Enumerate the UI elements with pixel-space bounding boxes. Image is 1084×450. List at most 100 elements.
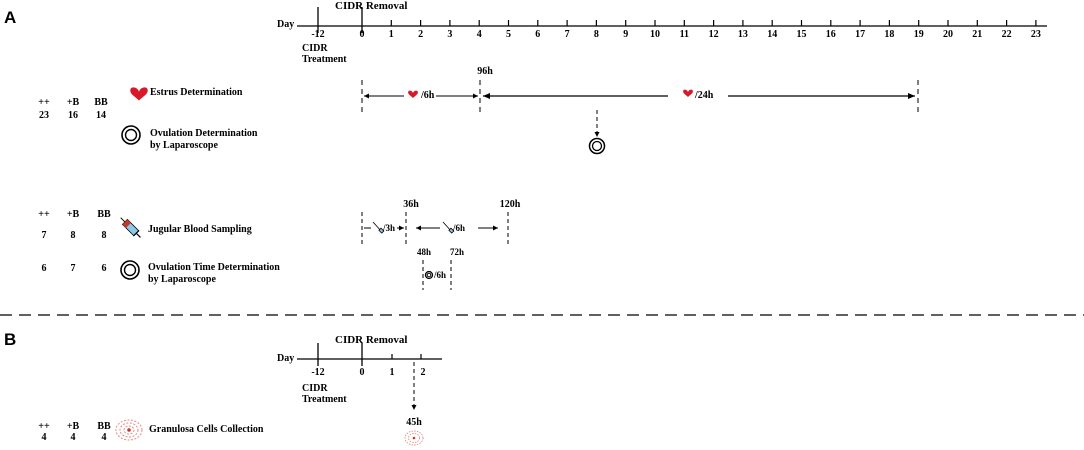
- day-label-a--12: -12: [311, 29, 325, 40]
- ovulation-label-line-2: by Laparoscope: [150, 140, 218, 151]
- panel-label-a: A: [4, 8, 17, 27]
- marker-120h: 120h: [499, 199, 521, 210]
- ovary-ring-icon: [424, 270, 434, 280]
- day-label-a-6: 6: [535, 29, 541, 40]
- ovulation-time-label: Ovulation Time Determination by Laparosc…: [148, 262, 280, 286]
- marker-96h: 96h: [477, 66, 493, 77]
- freq-3h-label: /3h: [383, 223, 396, 233]
- blood-group-header-pb: +B: [66, 209, 80, 220]
- cidr-removal-label-b: CIDR Removal: [335, 334, 408, 346]
- syringe-icon: [372, 221, 385, 234]
- day-label-a-5: 5: [506, 29, 511, 40]
- ovtime-count-bb: 6: [101, 263, 107, 274]
- timeline-b: [297, 343, 442, 410]
- day-label-a-12: 12: [708, 29, 719, 40]
- freq-24h-label: /24h: [695, 90, 714, 101]
- cidr-treatment-b-line-1: CIDR: [302, 383, 328, 394]
- estrus-determination-label: Estrus Determination: [150, 87, 243, 98]
- day-label-a-19: 19: [913, 29, 924, 40]
- day-label-a-1: 1: [388, 29, 394, 40]
- day-label-a-10: 10: [650, 29, 660, 40]
- day-label-a-22: 22: [1001, 29, 1012, 40]
- day-label-a-2: 2: [418, 29, 424, 40]
- gran-count-bb: 4: [101, 432, 107, 443]
- ovary-ring-icon: [120, 260, 140, 280]
- day-ticks-a: [390, 20, 1037, 26]
- day-label-b-1: 1: [389, 367, 395, 378]
- granulosa-collection-label: Granulosa Cells Collection: [149, 424, 264, 435]
- day-label-a-17: 17: [855, 29, 866, 40]
- panel-label-b: B: [4, 330, 17, 349]
- cidr-removal-label: CIDR Removal: [335, 0, 408, 12]
- marker-72h: 72h: [449, 247, 465, 257]
- granulosa-cells-icon: [404, 430, 424, 446]
- day-label-b-0: 0: [359, 367, 365, 378]
- cidr-treatment-label-b: CIDR Treatment: [302, 383, 347, 405]
- gran-group-header-pb: +B: [66, 421, 80, 432]
- day-label-a-21: 21: [972, 29, 983, 40]
- ovulation-time-line-1: Ovulation Time Determination: [148, 262, 280, 273]
- cidr-treatment-b-line-2: Treatment: [302, 394, 347, 405]
- day-label-a-7: 7: [564, 29, 570, 40]
- heart-icon: [130, 87, 148, 101]
- gran-count-pb: 4: [70, 432, 76, 443]
- day-label-a-4: 4: [476, 29, 482, 40]
- blood-timeline: [361, 212, 509, 290]
- day-label-a-15: 15: [796, 29, 807, 40]
- gran-group-header-bb: BB: [97, 421, 111, 432]
- day-label-a-18: 18: [884, 29, 895, 40]
- day-label-a-16: 16: [825, 29, 836, 40]
- count-pb: 16: [68, 110, 78, 121]
- day-axis-label: Day: [277, 19, 295, 30]
- granulosa-cells-icon: [115, 419, 143, 441]
- group-header-pb: +B: [66, 97, 80, 108]
- day-label-a-3: 3: [447, 29, 453, 40]
- day-label-a-8: 8: [593, 29, 599, 40]
- blood-count-bb: 8: [101, 230, 107, 241]
- marker-45h: 45h: [406, 417, 422, 428]
- syringe-icon: [442, 221, 455, 234]
- cidr-treatment-line-1: CIDR: [302, 43, 328, 54]
- marker-36h: 36h: [403, 199, 419, 210]
- blood-count-pb: 8: [70, 230, 76, 241]
- freq-6h-laparo-label: /6h: [434, 270, 447, 280]
- day-label-a-14: 14: [767, 29, 778, 40]
- estrus-timeline: [361, 80, 919, 137]
- ovulation-time-line-2: by Laparoscope: [148, 274, 216, 285]
- group-header-bb: BB: [94, 97, 108, 108]
- day-axis-label-b: Day: [277, 353, 295, 364]
- day-label-a-23: 23: [1030, 29, 1041, 40]
- day-label-a-9: 9: [623, 29, 629, 40]
- blood-count-pp: 7: [41, 230, 47, 241]
- count-bb: 14: [96, 110, 106, 121]
- gran-group-header-pp: ++: [38, 421, 50, 432]
- freq-6h-blood-label: /6h: [453, 223, 466, 233]
- marker-48h: 48h: [416, 247, 432, 257]
- day-label-a-20: 20: [943, 29, 953, 40]
- blood-group-header-pp: ++: [38, 209, 50, 220]
- ovary-ring-icon: [121, 125, 141, 145]
- day-label-a-11: 11: [679, 29, 690, 40]
- ovulation-determination-label: Ovulation Determination by Laparoscope: [150, 128, 258, 152]
- heart-icon: [683, 89, 693, 97]
- cidr-treatment-label: CIDR Treatment: [302, 43, 347, 65]
- gran-count-pp: 4: [41, 432, 47, 443]
- freq-6h-label: /6h: [421, 90, 435, 101]
- ovary-ring-icon: [588, 137, 606, 155]
- blood-group-header-bb: BB: [97, 209, 111, 220]
- ovulation-label-line-1: Ovulation Determination: [150, 128, 258, 139]
- day-label-a-0: 0: [359, 29, 365, 40]
- day-label-b-2: 2: [420, 367, 426, 378]
- cidr-treatment-line-2: Treatment: [302, 54, 347, 65]
- day-label-a-13: 13: [737, 29, 748, 40]
- syringe-icon: [120, 217, 141, 238]
- jugular-blood-sampling-label: Jugular Blood Sampling: [148, 224, 252, 235]
- day-label-b-neg12: -12: [311, 367, 325, 378]
- timeline-a: [297, 7, 1047, 33]
- ovtime-count-pp: 6: [41, 263, 47, 274]
- count-pp: 23: [39, 110, 49, 121]
- group-header-pp: ++: [38, 97, 50, 108]
- heart-icon: [408, 90, 418, 98]
- ovtime-count-pb: 7: [70, 263, 76, 274]
